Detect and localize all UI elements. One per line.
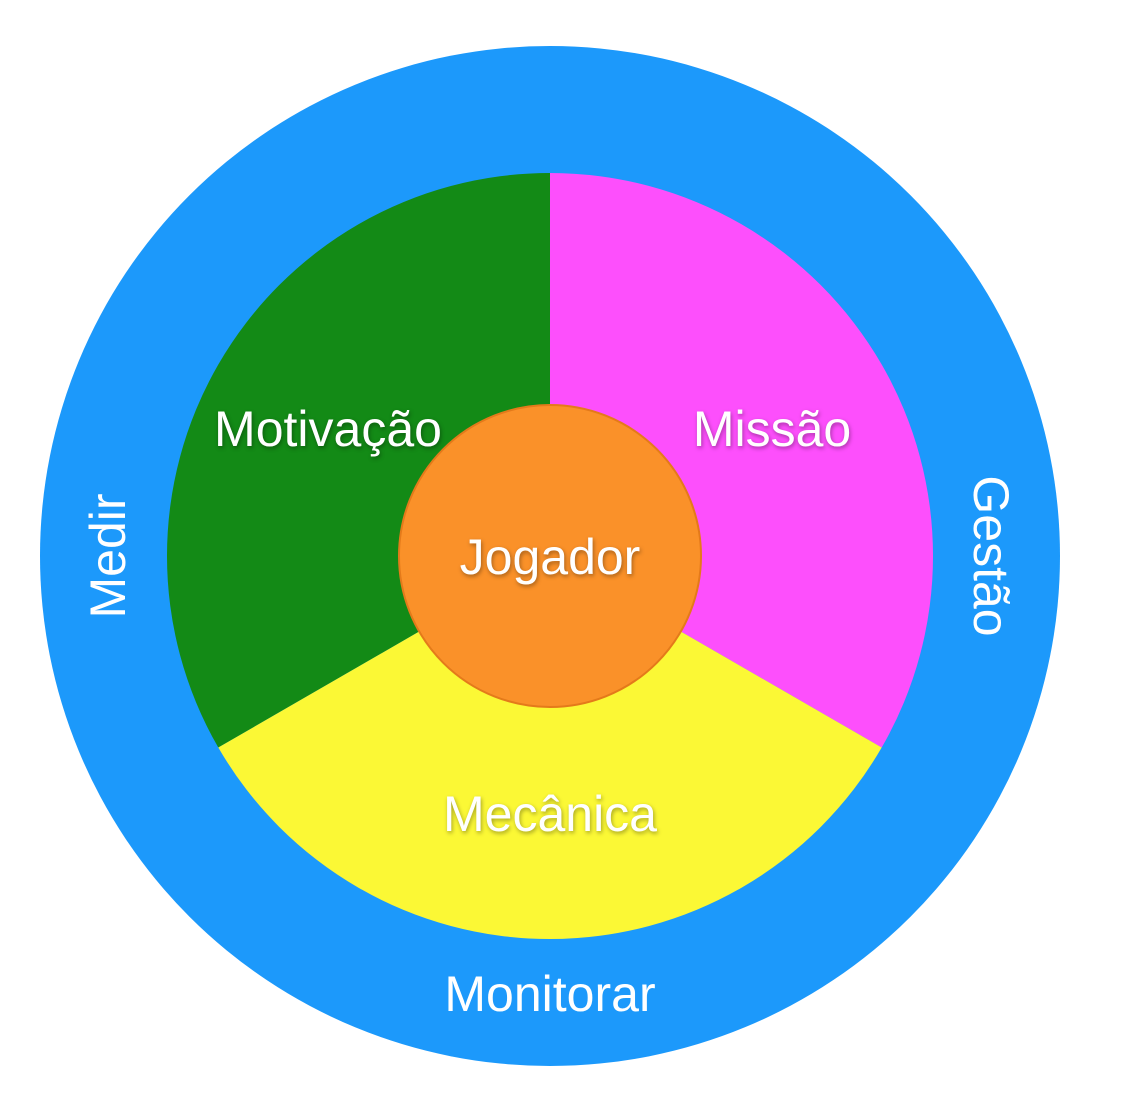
ring-label-monitorar: Monitorar <box>444 966 655 1022</box>
segment-label-missao: Missão <box>693 401 851 457</box>
ring-label-gestao: Gestão <box>963 475 1019 636</box>
ring-label-medir: Medir <box>80 493 136 618</box>
segment-label-motivacao: Motivação <box>214 401 442 457</box>
center-circle <box>398 404 702 708</box>
segment-mecanica <box>218 556 882 940</box>
segment-label-mecanica: Mecânica <box>443 786 657 842</box>
center-label: Jogador <box>460 529 641 585</box>
